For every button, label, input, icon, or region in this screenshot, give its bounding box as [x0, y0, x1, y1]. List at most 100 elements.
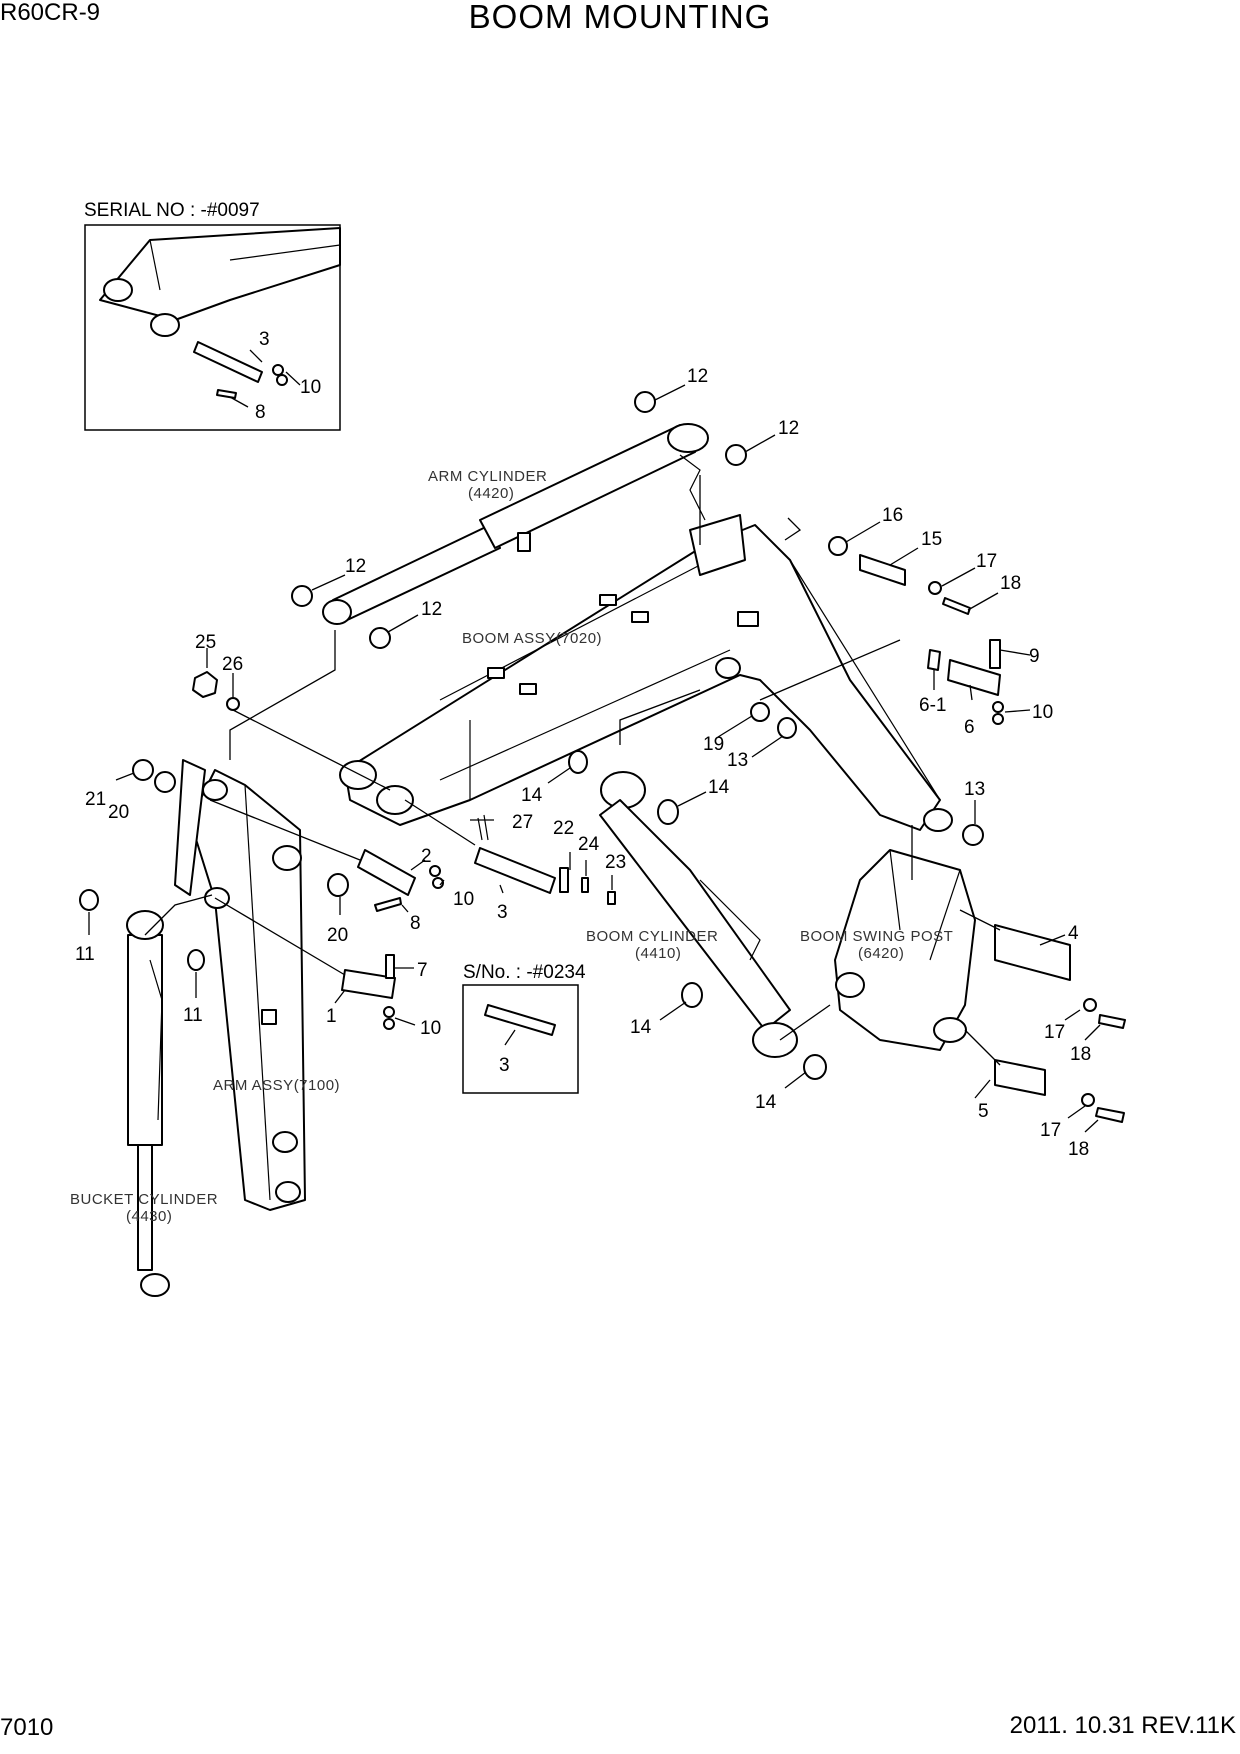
callout-10-mid: 10	[453, 889, 474, 910]
label-boom-cylinder: BOOM CYLINDER	[586, 928, 718, 945]
callout-2: 2	[421, 846, 432, 867]
callout-1: 1	[326, 1006, 337, 1027]
label-bucket-cylinder-code: (4430)	[126, 1208, 172, 1225]
label-boom-assy: BOOM ASSY(7020)	[462, 630, 602, 647]
page-number: 7010	[0, 1714, 54, 1741]
callout-18-mid: 18	[1070, 1044, 1091, 1065]
washer-11-left	[79, 889, 99, 911]
boom-top-bracket	[689, 514, 746, 576]
inset-bolt-8	[216, 389, 237, 399]
washer-12-lower	[369, 627, 391, 649]
callout-23: 23	[605, 852, 626, 873]
callout-3: 3	[497, 902, 508, 923]
arm-cylinder-port	[517, 532, 531, 552]
arm-body	[189, 769, 306, 1211]
washer-13-right	[962, 824, 984, 846]
label-arm-cylinder: ARM CYLINDER	[428, 468, 547, 485]
callout-12-top: 12	[687, 366, 708, 387]
callout-27: 27	[512, 812, 533, 833]
bucket-cylinder-rod-eye	[140, 1273, 170, 1297]
pin-2	[357, 849, 416, 896]
boom-cylinder-boss	[715, 657, 741, 679]
callout-20-left: 20	[108, 802, 129, 823]
boom-foot-boss-right	[376, 785, 414, 815]
boom-assy	[339, 514, 953, 832]
boom-swing-post	[834, 849, 976, 1051]
callout-10-right: 10	[1032, 702, 1053, 723]
washer-21	[132, 759, 154, 781]
inset-boss-left	[103, 278, 133, 302]
inset-pin-3	[193, 341, 263, 383]
washer-11-right	[187, 949, 205, 971]
callout-11-left: 11	[75, 944, 95, 965]
callout-26: 26	[222, 654, 243, 675]
callout-7: 7	[417, 960, 428, 981]
callout-14-d: 14	[755, 1092, 777, 1113]
callout-14-c: 14	[630, 1017, 652, 1038]
washer-16	[828, 536, 848, 556]
callout-numbers: 12 12 12 12 16 15 17 18 25 26 9 6-1 6 10…	[75, 366, 1091, 1160]
callout-inset-8: 8	[255, 402, 266, 423]
callout-4: 4	[1068, 923, 1079, 944]
callout-8: 8	[410, 913, 421, 934]
washer-13	[777, 717, 797, 739]
arm-cylinder	[322, 423, 709, 625]
serial-inset-title: SERIAL NO : -#0097	[84, 200, 260, 221]
arm-assy	[174, 759, 306, 1211]
bolt-24	[581, 877, 589, 893]
sn-inset: S/No. : -#0234 3	[462, 962, 586, 1094]
washer-20	[327, 873, 349, 897]
arm-cylinder-rod-eye	[322, 599, 352, 625]
washer-17-top	[928, 581, 942, 595]
callout-17-top: 17	[976, 551, 997, 572]
pin-5	[994, 1059, 1046, 1096]
bucket-cylinder-rod	[137, 1144, 153, 1271]
callout-22: 22	[553, 818, 574, 839]
leader-lines	[88, 384, 1101, 1133]
revision-date: 2011. 10.31 REV.11K	[1009, 1712, 1236, 1739]
callout-20: 20	[327, 925, 348, 946]
boom-cylinder-bottom-eye	[752, 1022, 798, 1058]
boom-cylinder	[599, 771, 798, 1058]
callout-19: 19	[703, 734, 724, 755]
inset-boss-right	[150, 313, 180, 337]
callout-9: 9	[1029, 646, 1040, 667]
callout-17-low: 17	[1040, 1120, 1061, 1141]
callout-sn-3: 3	[499, 1055, 510, 1076]
inset-boom-end	[99, 227, 341, 321]
callout-14-a: 14	[521, 785, 543, 806]
boom-foot-boss-left	[339, 760, 377, 790]
bucket-cylinder-barrel	[127, 934, 163, 1146]
callout-15: 15	[921, 529, 942, 550]
nut-25	[192, 671, 218, 698]
callout-inset-3: 3	[259, 329, 270, 350]
label-boom-swing-post: BOOM SWING POST	[800, 928, 953, 945]
boom-arm-pin-boss	[923, 808, 953, 832]
washer-14-c	[681, 982, 703, 1008]
sn-inset-frame	[462, 984, 579, 1094]
callout-12-left: 12	[345, 556, 366, 577]
callout-13-right: 13	[964, 779, 985, 800]
callout-12-right: 12	[778, 418, 799, 439]
plate-22	[559, 867, 569, 893]
bucket-cylinder-head-eye	[126, 910, 164, 940]
grease-nipple-6-1	[927, 649, 941, 671]
washer-12-top	[634, 391, 656, 413]
pin-3	[474, 847, 556, 894]
washer-14-d	[803, 1054, 827, 1080]
label-boom-cylinder-code: (4410)	[635, 945, 681, 962]
washer-14-b	[657, 799, 679, 825]
arm-cylinder-head-eye	[667, 423, 709, 453]
boom-body	[344, 524, 941, 831]
callout-24: 24	[578, 834, 600, 855]
label-arm-assy: ARM ASSY(7100)	[213, 1077, 340, 1094]
callout-14-b: 14	[708, 777, 730, 798]
hardware	[79, 391, 1126, 1123]
washer-20-left	[154, 771, 176, 793]
callout-inset-10: 10	[300, 377, 321, 398]
pin-1	[341, 969, 396, 999]
washer-26	[226, 697, 240, 711]
callout-5: 5	[978, 1101, 989, 1122]
